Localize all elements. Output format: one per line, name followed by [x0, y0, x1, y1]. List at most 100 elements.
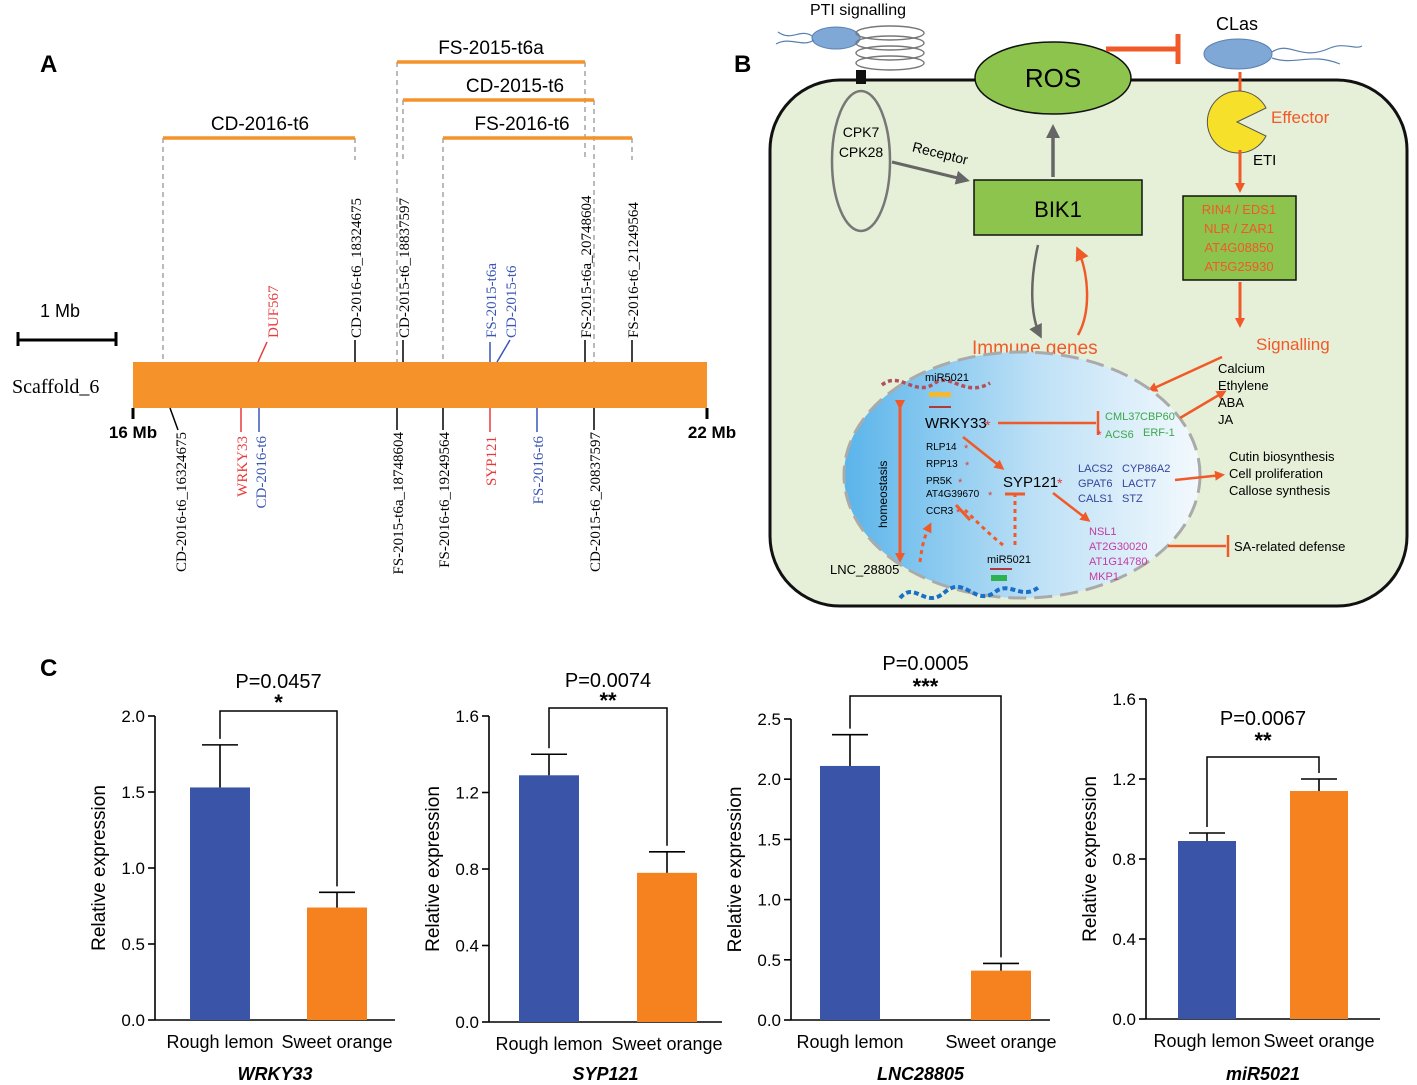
cpk7-label: CPK7 [843, 124, 880, 140]
nucleus [842, 350, 1202, 600]
scaffold-bar [133, 362, 707, 408]
panel-c-label: C [40, 655, 57, 682]
gene-label-cd-2015-t6: CD-2015-t6 [504, 265, 520, 338]
chart-title: miR5021 [1226, 1064, 1300, 1084]
y-tick-label: 1.6 [455, 707, 479, 726]
clas-bacterium-icon [1203, 38, 1273, 70]
scaffold-label: Scaffold_6 [12, 376, 99, 398]
y-tick-label: 1.2 [455, 784, 479, 803]
magenta-gene: AT2G30020 [1089, 541, 1148, 553]
marker-label-top: FS-2015-t6a_20748604 [579, 195, 595, 338]
y-tick-label: 0.8 [1112, 850, 1136, 869]
y-tick-label: 2.5 [757, 710, 781, 729]
y-tick-label: 1.0 [757, 891, 781, 910]
signal-item: Calcium [1218, 361, 1265, 376]
marker-label-top: FS-2016-t6_21249564 [626, 202, 642, 338]
scaffold-end-label: 22 Mb [688, 423, 736, 442]
eti-gene-box [1182, 195, 1297, 281]
homeostasis-label: homeostasis [876, 461, 890, 528]
marker-label-bottom: FS-2015-t6a_18748604 [391, 432, 407, 575]
pathogen-icon [811, 26, 861, 50]
flagellum-icon [775, 39, 815, 45]
qtl-label: CD-2016-t6 [211, 114, 309, 135]
immune-to-bik1-arrow [1075, 246, 1089, 336]
panel-a: A 1 Mb Scaffold_6 16 Mb 22 Mb [12, 38, 736, 575]
chart-title: WRKY33 [237, 1064, 312, 1084]
output-item: Cell proliferation [1229, 466, 1323, 481]
y-tick-label: 0.0 [455, 1013, 479, 1032]
y-tick-label: 0.0 [121, 1011, 145, 1030]
significance-stars: * [274, 690, 283, 715]
panel-b-label: B [734, 51, 751, 78]
y-tick-label: 2.0 [121, 707, 145, 726]
left-gene: AT4G39670 [926, 489, 980, 500]
bik1-box [973, 179, 1143, 236]
effector-icon [1206, 90, 1267, 154]
scaffold-start-label: 16 Mb [109, 423, 157, 442]
significance-bracket [548, 707, 668, 846]
magenta-gene: AT1G14780 [1089, 556, 1148, 568]
y-tick-label: 1.5 [121, 783, 145, 802]
y-tick-label: 1.2 [1112, 770, 1136, 789]
eti-gene: NLR / ZAR1 [1204, 221, 1274, 236]
green-gene: CML37 [1105, 411, 1140, 423]
y-tick-label: 0.5 [121, 935, 145, 954]
category-label: Rough lemon [166, 1032, 273, 1052]
y-tick-label: 2.0 [757, 770, 781, 789]
lnc-strand [898, 584, 1042, 600]
signalling-arrow [1147, 355, 1223, 392]
left-gene-asterisk: * [988, 490, 993, 502]
left-gene: CCR3 [926, 506, 954, 517]
qtl-label: FS-2015-t6a [438, 38, 544, 59]
category-label: Rough lemon [796, 1032, 903, 1052]
cpk28-label: CPK28 [839, 144, 884, 160]
y-tick-label: 1.6 [1112, 690, 1136, 709]
bar [1178, 841, 1236, 1019]
chart-title: LNC28805 [877, 1064, 965, 1084]
chart-title: SYP121 [572, 1064, 638, 1084]
mir-bottom-label: miR5021 [987, 554, 1031, 566]
flagellum-icon [777, 31, 813, 37]
left-gene-asterisk: * [964, 443, 969, 455]
y-axis-label: Relative expression [1080, 776, 1101, 942]
syp121-asterisk: * [1057, 475, 1063, 491]
blue-gene: LACT7 [1122, 478, 1156, 490]
green-gene-asterisk: * [1097, 428, 1102, 442]
left-gene: PR5K [926, 476, 952, 487]
y-tick-label: 0.4 [1112, 930, 1136, 949]
y-axis-label: Relative expression [89, 785, 110, 951]
p-value-label: P=0.0074 [565, 670, 651, 692]
p-value-label: P=0.0005 [882, 653, 968, 675]
category-label: Sweet orange [1263, 1031, 1374, 1051]
category-label: Sweet orange [945, 1032, 1056, 1052]
p-value-label: P=0.0067 [1220, 708, 1306, 730]
gene-label-syp121: SYP121 [484, 436, 500, 486]
signalling-label: Signalling [1256, 335, 1330, 354]
magenta-gene: NSL1 [1089, 526, 1117, 538]
y-tick-label: 1.0 [121, 859, 145, 878]
y-tick-label: 0.0 [757, 1011, 781, 1030]
bar [519, 775, 579, 1022]
significance-bracket [1206, 756, 1320, 827]
gene-label-wrky33: WRKY33 [235, 436, 251, 497]
significance-stars: *** [913, 674, 939, 699]
category-label: Sweet orange [281, 1032, 392, 1052]
marker-label-bottom: CD-2015-t6_20837597 [588, 432, 604, 572]
y-tick-label: 0.8 [455, 860, 479, 879]
ros-node [974, 41, 1132, 115]
receptor-arrow [891, 160, 970, 185]
marker-label-top: CD-2015-t6_18837597 [397, 198, 413, 338]
gene-label-cd-2016-t6: CD-2016-t6 [254, 436, 270, 509]
y-tick-label: 1.5 [757, 830, 781, 849]
y-axis-label: Relative expression [423, 786, 444, 952]
blue-gene: STZ [1122, 493, 1143, 505]
significance-bracket [219, 710, 338, 887]
blue-gene: CYP86A2 [1122, 463, 1170, 475]
gene-tick [496, 339, 511, 363]
pti-signalling-label: PTI signalling [810, 2, 906, 19]
bar [1290, 791, 1348, 1019]
y-axis-label: Relative expression [725, 787, 746, 953]
clas-label: CLas [1216, 14, 1258, 34]
